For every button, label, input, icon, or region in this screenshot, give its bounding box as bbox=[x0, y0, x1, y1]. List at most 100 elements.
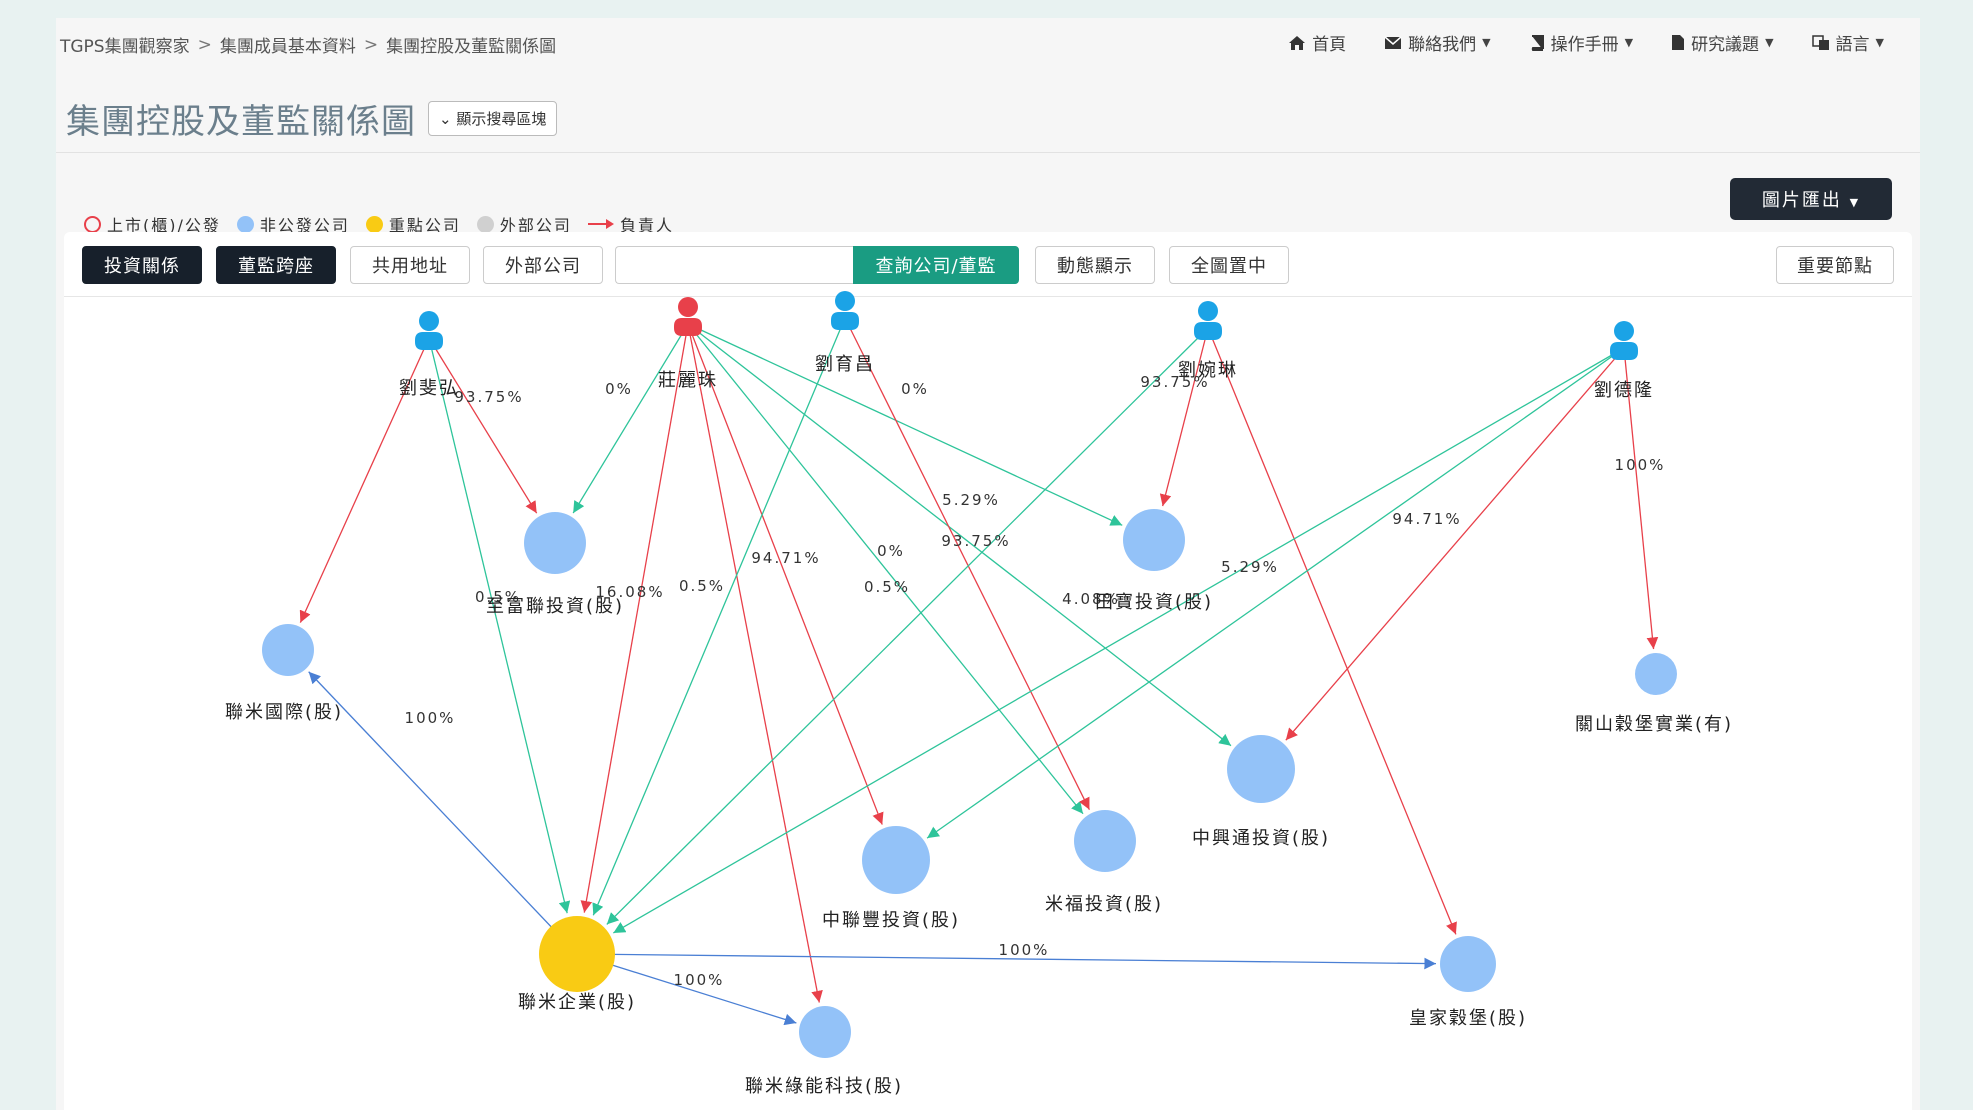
edge-responsible bbox=[844, 317, 1091, 810]
edge-responsible bbox=[1623, 347, 1659, 650]
board-cross-button[interactable]: 董監跨座 bbox=[216, 246, 336, 284]
company-name-label: 關山穀堡實業(有) bbox=[1575, 714, 1733, 735]
file-icon bbox=[1672, 35, 1685, 50]
nav-research-label: 研究議題 bbox=[1691, 35, 1760, 55]
edge-label: 100% bbox=[405, 709, 456, 727]
chevron-down-icon: ▼ bbox=[1482, 36, 1491, 49]
relationship-graph[interactable]: 93.75%0.5%0%16.08%94.71%0%0%4.08%0.5%93.… bbox=[64, 232, 1912, 1110]
important-node-button[interactable]: 重要節點 bbox=[1776, 246, 1894, 284]
red-ring-icon bbox=[84, 215, 101, 233]
nav-manual-label: 操作手冊 bbox=[1550, 35, 1619, 55]
company-node[interactable] bbox=[1074, 810, 1136, 872]
company-node[interactable] bbox=[524, 512, 586, 574]
edge-invest bbox=[428, 337, 571, 914]
shared-address-button[interactable]: 共用地址 bbox=[350, 246, 470, 284]
edge-company bbox=[308, 671, 578, 955]
company-name-label: 聯米國際(股) bbox=[225, 702, 343, 723]
nav-language[interactable]: 語言 ▼ bbox=[1811, 30, 1884, 55]
nav-research[interactable]: 研究議題 ▼ bbox=[1671, 30, 1774, 55]
nav-manual[interactable]: 操作手冊 ▼ bbox=[1529, 30, 1633, 55]
breadcrumb: TGPS集團觀察家 > 集團成員基本資料 > 集團控股及董監關係圖 bbox=[60, 32, 556, 58]
company-node[interactable] bbox=[1123, 509, 1185, 571]
legend-non-public-label: 非公發公司 bbox=[259, 216, 350, 235]
envelope-icon bbox=[1384, 35, 1402, 49]
gray-dot-icon bbox=[476, 215, 494, 233]
edge-label: 94.71% bbox=[1392, 510, 1461, 528]
company-node[interactable] bbox=[799, 1006, 851, 1058]
edge-invest bbox=[592, 317, 846, 916]
blue-dot-icon bbox=[236, 215, 254, 233]
company-name-label: 中興通投資(股) bbox=[1192, 828, 1330, 849]
nav-home-label: 首頁 bbox=[1312, 35, 1347, 55]
external-company-button[interactable]: 外部公司 bbox=[483, 246, 603, 284]
breadcrumb-item-home[interactable]: TGPS集團觀察家 bbox=[60, 37, 190, 57]
show-search-button[interactable]: ⌄ 顯示搜尋區塊 bbox=[428, 101, 558, 136]
person-node-icon[interactable] bbox=[1194, 301, 1222, 340]
edge-invest bbox=[687, 323, 1084, 815]
company-name-label: 田寶投資(股) bbox=[1095, 592, 1213, 613]
red-arrow-icon bbox=[587, 219, 614, 229]
edge-responsible bbox=[1207, 327, 1457, 935]
legend-key: 重點公司 bbox=[365, 212, 461, 236]
company-name-label: 米福投資(股) bbox=[1045, 894, 1163, 915]
edge-label: 93.75% bbox=[1140, 373, 1209, 391]
edge-label: 0% bbox=[605, 380, 633, 398]
query-button[interactable]: 查詢公司/董監 bbox=[853, 246, 1019, 284]
edge-label: 0% bbox=[901, 380, 929, 398]
company-name-label: 至富聯投資(股) bbox=[486, 596, 624, 617]
edge-invest bbox=[926, 347, 1625, 839]
company-name-label: 皇家穀堡(股) bbox=[1409, 1008, 1527, 1029]
invest-relation-button[interactable]: 投資關係 bbox=[82, 246, 202, 284]
person-node-icon[interactable] bbox=[415, 311, 443, 350]
yellow-dot-icon bbox=[365, 215, 383, 233]
edge-label: 94.71% bbox=[751, 549, 820, 567]
edge-responsible bbox=[580, 323, 689, 913]
image-export-button[interactable]: 圖片匯出 ▼ bbox=[1730, 178, 1892, 220]
edge-responsible bbox=[687, 323, 823, 1003]
center-all-button[interactable]: 全圖置中 bbox=[1169, 246, 1289, 284]
company-name-label: 聯米綠能科技(股) bbox=[745, 1076, 903, 1097]
top-nav: 首頁 聯絡我們 ▼ 操作手冊 ▼ 研究議題 ▼ 語言 ▼ bbox=[1288, 30, 1884, 55]
breadcrumb-separator: > bbox=[363, 34, 379, 55]
search-input[interactable] bbox=[615, 246, 868, 284]
edge-responsible bbox=[687, 323, 884, 825]
nav-home[interactable]: 首頁 bbox=[1288, 30, 1346, 55]
person-name-label: 劉育昌 bbox=[815, 354, 875, 375]
company-node[interactable] bbox=[1440, 936, 1496, 992]
export-label: 圖片匯出 bbox=[1761, 190, 1842, 211]
key-company-node[interactable] bbox=[539, 916, 615, 992]
edge-responsible bbox=[1159, 327, 1209, 507]
company-name-label: 中聯豐投資(股) bbox=[822, 910, 960, 931]
company-node[interactable] bbox=[1635, 653, 1677, 695]
edge-responsible bbox=[428, 337, 538, 514]
home-icon bbox=[1289, 35, 1306, 50]
legend-responsible-label: 負責人 bbox=[619, 216, 674, 235]
edge-label: 4.08% bbox=[1062, 590, 1120, 608]
company-node[interactable] bbox=[1227, 735, 1295, 803]
person-node-icon[interactable] bbox=[831, 291, 859, 330]
legend-responsible: 負責人 bbox=[587, 212, 674, 236]
legend-external: 外部公司 bbox=[476, 212, 572, 236]
edge-invest bbox=[613, 347, 1625, 934]
edge-company bbox=[576, 953, 797, 1026]
edge-responsible bbox=[1285, 347, 1625, 741]
edge-label: 100% bbox=[1615, 456, 1666, 474]
legend-listed: 上市(櫃)/公發 bbox=[84, 212, 221, 236]
language-icon bbox=[1811, 34, 1829, 50]
dynamic-display-button[interactable]: 動態顯示 bbox=[1035, 246, 1155, 284]
edge-company bbox=[576, 953, 1437, 970]
person-node-icon[interactable] bbox=[1610, 321, 1638, 360]
show-search-label: 顯示搜尋區塊 bbox=[456, 110, 547, 128]
edge-label: 5.29% bbox=[942, 491, 1000, 509]
company-node[interactable] bbox=[862, 826, 930, 894]
chevron-down-icon: ▼ bbox=[1624, 36, 1634, 49]
company-node[interactable] bbox=[262, 624, 314, 676]
person-name-label: 莊麗珠 bbox=[658, 370, 718, 391]
nav-contact[interactable]: 聯絡我們 ▼ bbox=[1384, 30, 1491, 55]
edge-label: 0.5% bbox=[864, 578, 910, 596]
edge-label: 100% bbox=[999, 941, 1050, 959]
book-icon bbox=[1531, 34, 1544, 51]
person-node-icon[interactable] bbox=[674, 297, 702, 336]
edge-invest bbox=[606, 327, 1209, 925]
breadcrumb-item-members[interactable]: 集團成員基本資料 bbox=[219, 37, 356, 57]
